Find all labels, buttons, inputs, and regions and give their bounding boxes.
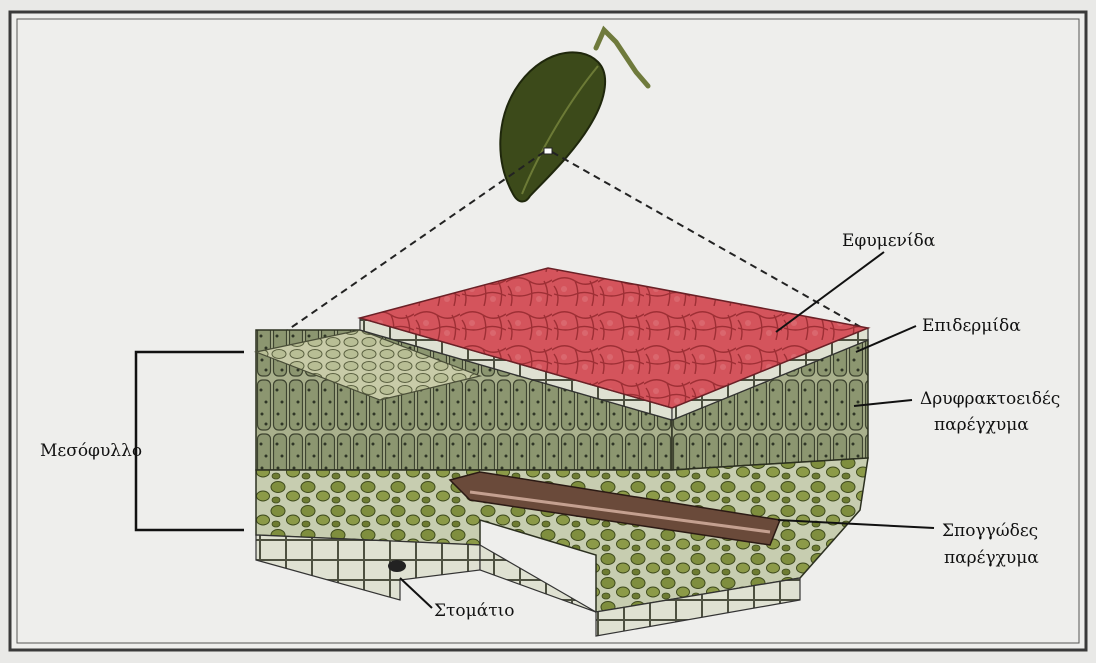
stoma-pore	[388, 560, 406, 572]
label-spongy-line1: Σπογγώδες	[942, 520, 1038, 542]
label-stoma: Στομάτιο	[434, 600, 515, 622]
label-palisade-line1: Δρυφρακτοειδές	[920, 388, 1060, 410]
label-spongy-line2: παρέγχυμα	[944, 547, 1039, 569]
label-mesophyll: Μεσόφυλλο	[40, 440, 142, 462]
label-cuticle: Εφυμενίδα	[842, 230, 935, 252]
label-palisade-line2: παρέγχυμα	[934, 414, 1029, 436]
label-epidermis: Επιδερμίδα	[922, 315, 1021, 337]
